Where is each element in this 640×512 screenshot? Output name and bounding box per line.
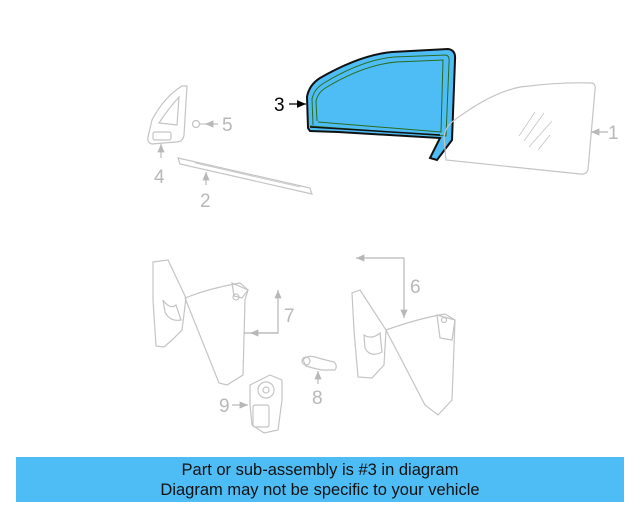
part-1-glass[interactable] (443, 82, 596, 175)
parts-diagram: 3 1 4 5 2 7 9 (147, 47, 619, 434)
callout-1[interactable]: 1 (608, 123, 619, 144)
callout-9[interactable]: 9 (219, 396, 230, 417)
banner-line-disclaimer: Diagram may not be specific to your vehi… (160, 480, 480, 499)
part-2-belt-molding[interactable] (177, 157, 313, 195)
callout-7[interactable]: 7 (284, 306, 295, 327)
part-5-screw[interactable] (191, 119, 206, 129)
part-info-banner: Part or sub-assembly is #3 in diagram Di… (16, 457, 624, 502)
part-6-regulator[interactable] (351, 289, 456, 416)
part-3-glass-run-channel[interactable] (305, 47, 457, 162)
callout-8[interactable]: 8 (312, 388, 323, 409)
callout-2[interactable]: 2 (200, 191, 211, 212)
part-4-bracket[interactable] (147, 85, 188, 145)
part-9-motor[interactable] (249, 374, 283, 434)
callout-3[interactable]: 3 (274, 95, 285, 116)
part-8-handle[interactable] (301, 355, 337, 371)
callout-4[interactable]: 4 (154, 167, 165, 188)
callout-6[interactable]: 6 (410, 277, 421, 298)
callout-5[interactable]: 5 (222, 115, 233, 136)
banner-line-part: Part or sub-assembly is #3 in diagram (181, 460, 459, 479)
part-7-regulator[interactable] (152, 259, 249, 386)
